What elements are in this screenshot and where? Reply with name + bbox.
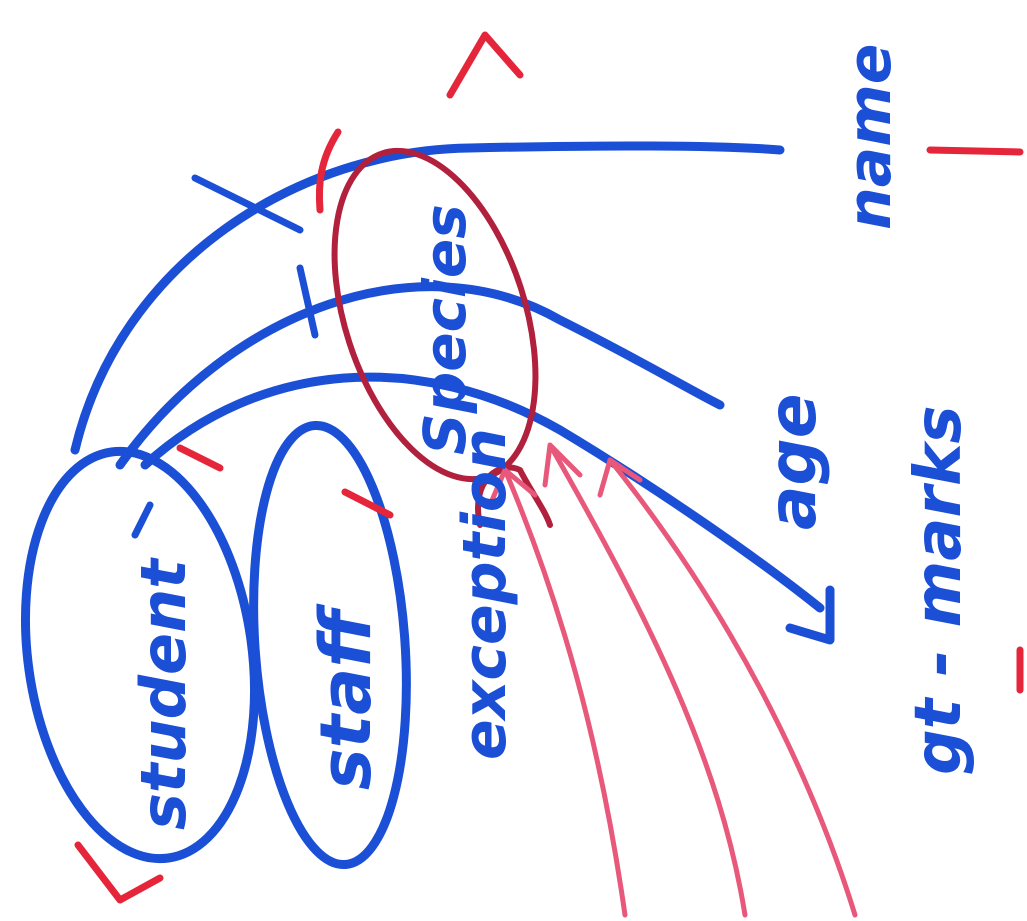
red-dash-right [926,146,1024,156]
age-label: age [754,393,831,530]
name-label: name [835,44,905,230]
tick-mark-2 [296,264,319,339]
staff-ellipse [249,420,411,870]
red-bracket-top [315,128,342,214]
marks-label: gt - marks [902,405,976,775]
exception-label: exception [450,428,520,760]
arc-student-to-age [115,282,725,470]
pink-arrow-1 [487,467,628,918]
marks-arrowhead [785,585,835,645]
pink-arrow-3 [597,457,858,918]
red-dash-mid [341,488,394,519]
tick-mark-1 [191,174,304,234]
red-caret-top [446,31,524,99]
student-label: student [127,557,200,830]
tick-mark-3 [131,501,154,539]
arc-student-to-marks [140,372,825,613]
species-label: Species [411,204,479,455]
pink-arrow-2 [542,442,748,918]
maroon-hook [475,464,553,528]
red-dash-left [176,444,224,472]
staff-label: staff [305,603,387,790]
red-check-bottom [74,841,164,904]
